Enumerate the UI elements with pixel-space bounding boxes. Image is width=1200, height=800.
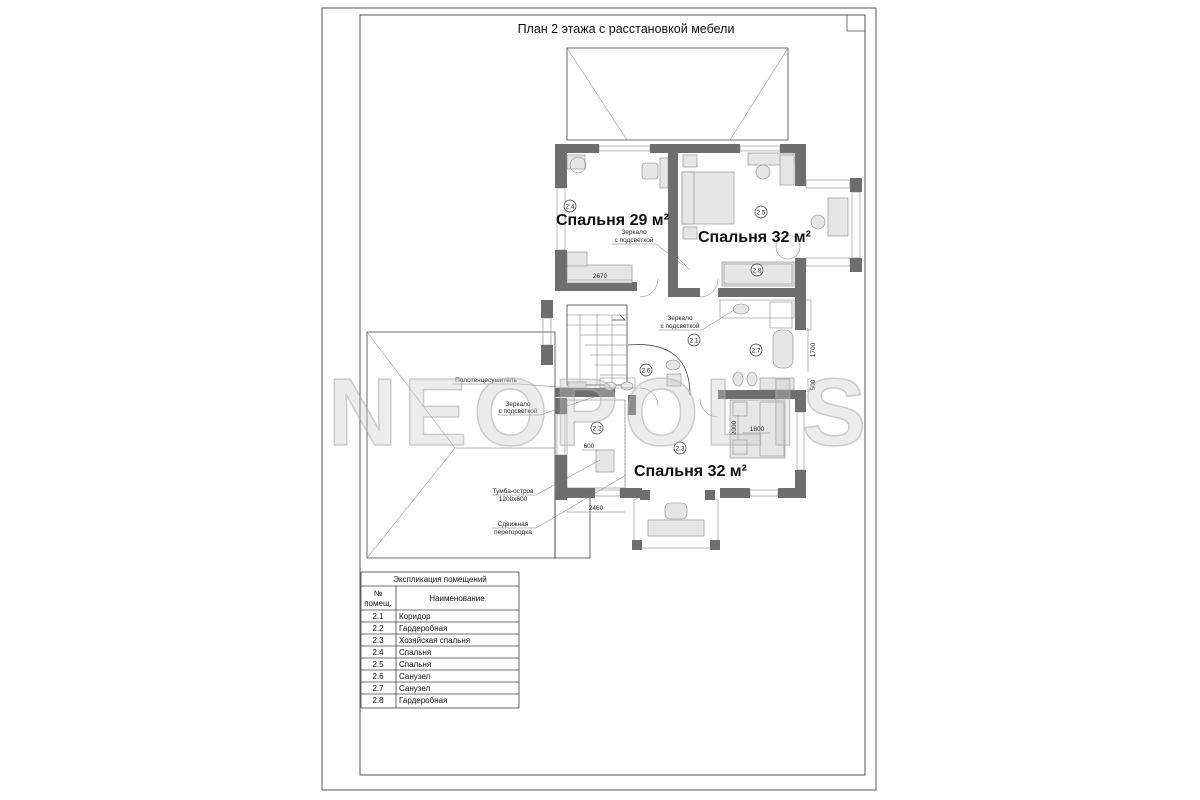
explication-row-name: Санузел bbox=[399, 672, 430, 681]
explication-table: Экспликация помещений № помещ. Наименова… bbox=[360, 571, 520, 709]
explication-col-num: № bbox=[374, 589, 383, 598]
room-number-2-8: 2.8 bbox=[750, 263, 764, 277]
svg-text:1200х600: 1200х600 bbox=[499, 496, 528, 503]
svg-text:Зеркало: Зеркало bbox=[621, 229, 647, 236]
window-frames bbox=[542, 145, 861, 550]
note-mirror-hall: Зеркало с подсветкой bbox=[658, 309, 735, 331]
room-number-2-3: 2.3 bbox=[673, 441, 687, 455]
svg-text:2.6: 2.6 bbox=[641, 368, 650, 375]
svg-text:600: 600 bbox=[584, 443, 595, 450]
svg-text:2.7: 2.7 bbox=[751, 348, 760, 355]
sheet-outer-frame bbox=[321, 7, 877, 791]
dimension-2000: 2000 bbox=[731, 415, 739, 440]
svg-text:2.1: 2.1 bbox=[689, 338, 698, 345]
roof-left bbox=[366, 331, 591, 559]
explication-row-num: 2.5 bbox=[372, 660, 384, 669]
svg-text:Зеркало: Зеркало bbox=[667, 315, 693, 322]
explication-col-name: Наименование bbox=[429, 594, 485, 603]
svg-text:2.8: 2.8 bbox=[752, 268, 761, 275]
walls bbox=[541, 144, 862, 500]
note-mirror-bedroom: Зеркало с подсветкой bbox=[612, 229, 684, 266]
staircase bbox=[566, 304, 691, 396]
room-label-2-5: Спальня 32 м² bbox=[698, 229, 811, 246]
room-label-2-4: Спальня 29 м² bbox=[556, 212, 669, 229]
note-towel-dryer: Полотенцесушитель bbox=[452, 377, 571, 389]
doors bbox=[639, 257, 719, 418]
svg-text:2.4: 2.4 bbox=[565, 204, 574, 211]
roof-top bbox=[566, 47, 789, 141]
furniture-bathrooms bbox=[567, 299, 795, 391]
corner-stamp-box bbox=[846, 14, 866, 32]
explication-row-name: Спальня bbox=[399, 648, 431, 657]
furniture-bedroom-2-4 bbox=[566, 154, 669, 284]
furniture-bedroom-2-5 bbox=[681, 152, 849, 287]
dimension-1800: 1800 bbox=[742, 426, 770, 434]
note-sliding-partition: Сдвижная перегородка bbox=[492, 474, 627, 536]
svg-text:с подсветкой: с подсветкой bbox=[660, 322, 699, 330]
dimension-500: 500 bbox=[807, 378, 817, 392]
svg-text:2.3: 2.3 bbox=[675, 446, 684, 453]
svg-text:2000: 2000 bbox=[731, 420, 738, 435]
dimension-600: 600 bbox=[582, 443, 598, 451]
room-number-2-4: 2.4 bbox=[563, 199, 577, 213]
svg-text:1800: 1800 bbox=[750, 426, 765, 433]
svg-text:с подсветкой: с подсветкой bbox=[498, 407, 537, 415]
explication-row-num: 2.3 bbox=[372, 636, 384, 645]
dimension-2670: 2670 bbox=[568, 273, 632, 281]
explication-row-num: 2.1 bbox=[372, 612, 384, 621]
svg-text:2.5: 2.5 bbox=[756, 210, 765, 217]
dimension-2460: 2460 bbox=[567, 505, 625, 513]
furniture-master-bedroom bbox=[566, 399, 786, 537]
room-number-2-2: 2.2 bbox=[590, 421, 604, 435]
page-title: План 2 этажа с расстановкой мебели bbox=[518, 22, 735, 36]
svg-text:2670: 2670 bbox=[593, 273, 608, 280]
explication-row-name: Гардеробная bbox=[399, 696, 447, 705]
explication-row-name: Коридор bbox=[399, 612, 431, 621]
room-number-2-7: 2.7 bbox=[749, 343, 763, 357]
explication-col-num-2: помещ. bbox=[364, 599, 392, 608]
note-mirror-bath: Зеркало с подсветкой bbox=[498, 389, 616, 416]
svg-text:Тумба-остров: Тумба-остров bbox=[492, 487, 534, 495]
svg-text:Зеркало: Зеркало bbox=[505, 401, 531, 408]
explication-row-num: 2.6 bbox=[372, 672, 384, 681]
explication-row-num: 2.7 bbox=[372, 684, 384, 693]
svg-text:Сдвижная: Сдвижная bbox=[498, 521, 529, 528]
explication-row-num: 2.8 bbox=[372, 696, 384, 705]
svg-text:Полотенцесушитель: Полотенцесушитель bbox=[455, 377, 517, 384]
room-number-2-5: 2.5 bbox=[754, 205, 768, 219]
explication-row-num: 2.4 bbox=[372, 648, 384, 657]
svg-text:перегородка: перегородка bbox=[494, 529, 532, 536]
explication-row-name: Санузел bbox=[399, 684, 430, 693]
room-label-2-3: Спальня 32 м² bbox=[634, 463, 747, 480]
sheet-inner-frame bbox=[359, 14, 866, 776]
room-number-2-6: 2.6 bbox=[639, 363, 653, 377]
watermark: NEOPOLIS bbox=[328, 359, 872, 466]
svg-text:2460: 2460 bbox=[589, 505, 604, 512]
svg-text:с подсветкой: с подсветкой bbox=[614, 236, 653, 244]
dimension-1700: 1700 bbox=[807, 328, 817, 372]
svg-text:500: 500 bbox=[810, 379, 817, 390]
explication-title: Экспликация помещений bbox=[393, 575, 487, 584]
svg-text:1700: 1700 bbox=[810, 342, 817, 357]
note-island: Тумба-остров 1200х600 bbox=[492, 459, 601, 503]
explication-row-num: 2.2 bbox=[372, 624, 384, 633]
svg-text:2.2: 2.2 bbox=[592, 426, 601, 433]
room-number-2-1: 2.1 bbox=[687, 333, 701, 347]
explication-row-name: Хозяйская спальня bbox=[399, 636, 470, 645]
explication-row-name: Спальня bbox=[399, 660, 431, 669]
explication-row-name: Гардеробная bbox=[399, 624, 447, 633]
